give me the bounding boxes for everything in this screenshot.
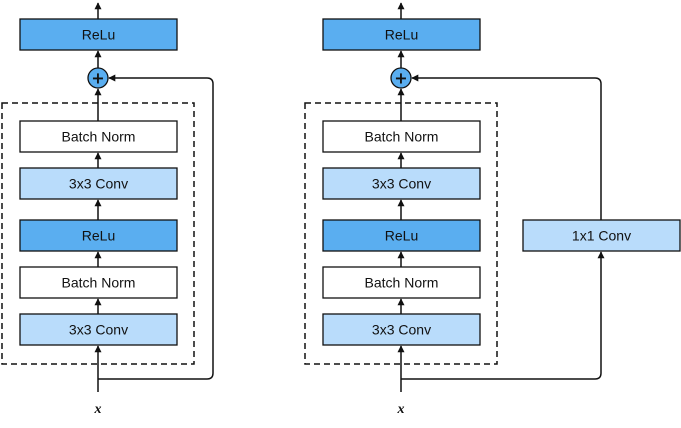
- right-batchnorm-1-label: Batch Norm: [365, 129, 439, 145]
- right-conv-2-label: 3x3 Conv: [372, 322, 431, 338]
- left-relu-top: [19, 18, 178, 51]
- right-relu-mid: [322, 219, 481, 252]
- right-shortcut-conv: [522, 219, 681, 252]
- right-conv-1-label: 3x3 Conv: [372, 176, 431, 192]
- right-input-label: x: [397, 402, 405, 417]
- right-shortcut-conv-label: 1x1 Conv: [572, 228, 631, 244]
- right-conv-1: [322, 167, 481, 200]
- left-arrows: [94, 2, 214, 392]
- right-add-symbol: +: [394, 69, 407, 88]
- right-shortcut-in: [401, 251, 605, 380]
- left-add-symbol: +: [91, 69, 104, 88]
- left-residual-block: ReLu Batch Norm 3x3 Conv ReLu Batch Norm…: [1, 2, 214, 417]
- left-relu-mid: [19, 219, 178, 252]
- left-conv-1-label: 3x3 Conv: [69, 176, 128, 192]
- left-conv-2: [19, 313, 178, 346]
- right-shortcut-out: [411, 74, 602, 220]
- left-batchnorm-2: [19, 266, 178, 299]
- right-residual-block: ReLu Batch Norm 3x3 Conv ReLu Batch Norm…: [304, 2, 681, 417]
- right-relu-mid-label: ReLu: [385, 228, 418, 244]
- left-batchnorm-1-label: Batch Norm: [62, 129, 136, 145]
- left-batchnorm-1: [19, 120, 178, 153]
- left-relu-mid-label: ReLu: [82, 228, 115, 244]
- right-relu-top-label: ReLu: [385, 27, 418, 43]
- left-identity-shortcut: [98, 74, 214, 380]
- right-arrows: [397, 2, 605, 392]
- right-batchnorm-2-label: Batch Norm: [365, 275, 439, 291]
- left-conv-2-label: 3x3 Conv: [69, 322, 128, 338]
- left-input-label: x: [94, 402, 102, 417]
- left-relu-top-label: ReLu: [82, 27, 115, 43]
- right-batchnorm-1: [322, 120, 481, 153]
- left-batchnorm-2-label: Batch Norm: [62, 275, 136, 291]
- right-batchnorm-2: [322, 266, 481, 299]
- right-conv-2: [322, 313, 481, 346]
- right-relu-top: [322, 18, 481, 51]
